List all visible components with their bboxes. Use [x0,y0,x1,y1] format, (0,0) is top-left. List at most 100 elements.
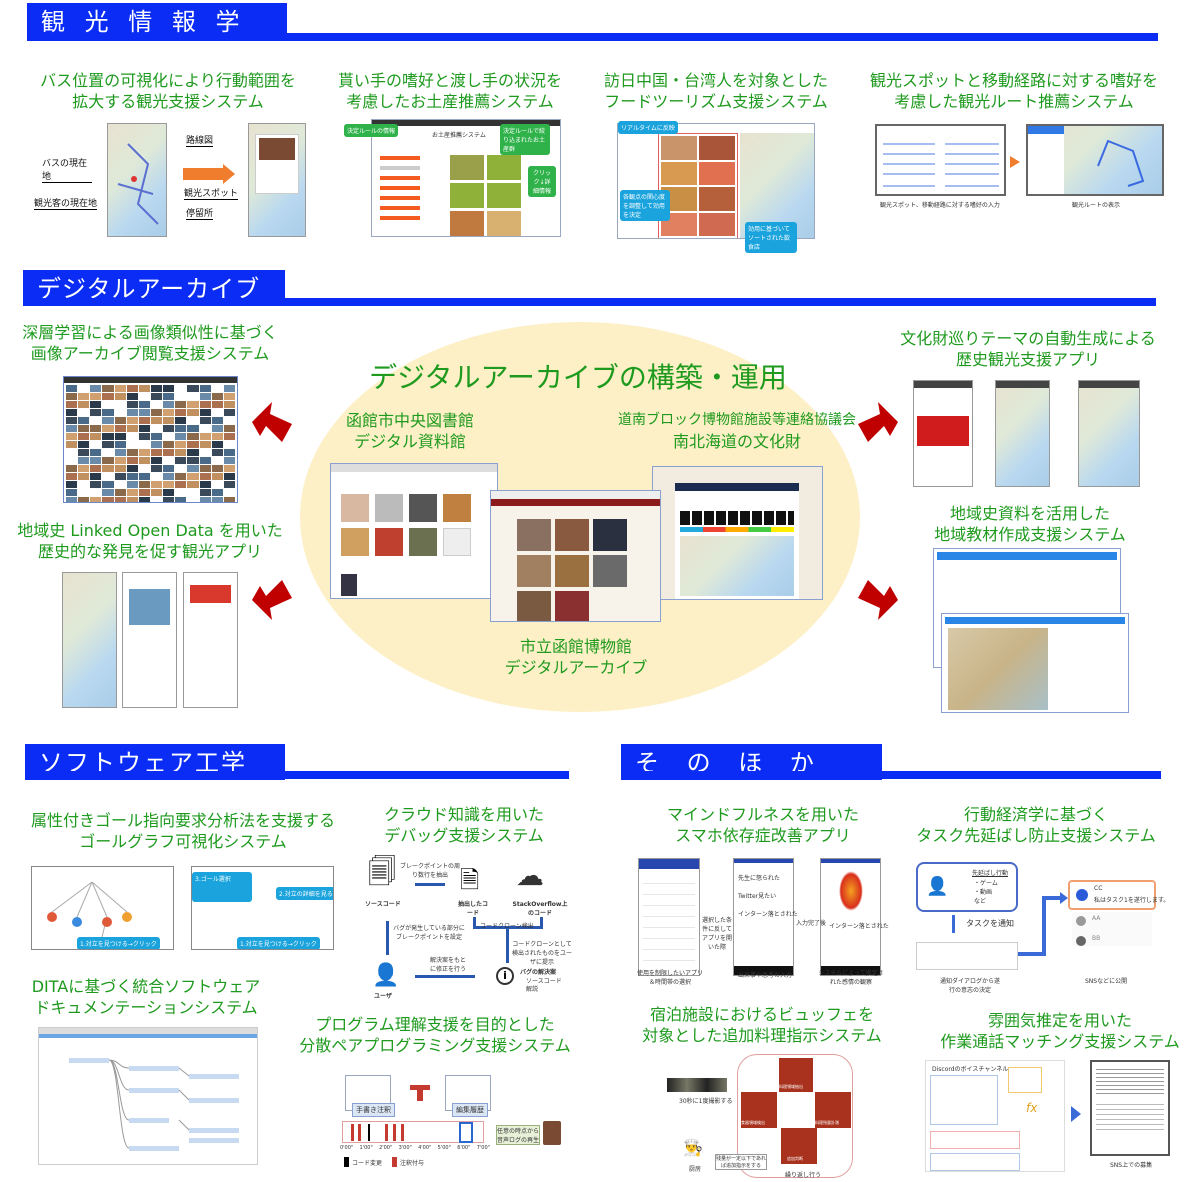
label-user: ユーザ [374,993,392,1000]
mosaic-tile [66,497,78,502]
mosaic-tile [211,393,223,400]
avatar [1076,889,1088,901]
mosaic-tile [126,409,138,416]
mosaic-tile [78,385,90,392]
label-handwritten-note: 手書き注釈 [352,1103,395,1117]
emotion-screen: インターン落とされた [820,858,889,976]
mosaic-tile [66,481,78,488]
mosaic-tile [138,449,150,456]
documents-icon: 🗐 [368,855,396,888]
orange-arrow [183,168,223,180]
mosaic-tile [211,489,223,496]
mosaic-tile [126,417,138,424]
mosaic-tile [223,497,235,502]
mosaic-tile [114,489,126,496]
pair-programming-diagram: 手書き注釈 編集履歴 任意の時点から音声ログの再生 0'00"1'00"2'00… [340,1073,565,1168]
mosaic-tile [151,441,163,448]
mosaic-tile [102,457,114,464]
mosaic-tile [175,473,187,480]
mosaic-tile [187,425,199,432]
mosaic-tile [78,409,90,416]
mosaic-tile [211,457,223,464]
mosaic-tile [175,449,187,456]
mosaic-tile [66,425,78,432]
mosaic-tile [138,473,150,480]
mosaic-tile [187,441,199,448]
mosaic-tile [223,385,235,392]
mosaic-tile [151,385,163,392]
mosaic-tile [211,385,223,392]
mosaic-tile [163,425,175,432]
debug-flow-diagram: 🗐 🗎 ☁ ソースコード ブレークポイントの周り数行を抽出 抽出したコード St… [360,855,575,1005]
mosaic-tile [114,497,126,502]
mosaic-tile [211,425,223,432]
post-text: 私はタスク1を遂行します。 [1094,897,1170,904]
mosaic-tile [66,393,78,400]
mosaic-tile [126,401,138,408]
caption-sns-recruit: SNS上での募集 [1110,1162,1153,1169]
mosaic-tile [90,441,102,448]
camera-image-strip [667,1078,727,1092]
thought-input-screen: 先生に怒られた Twitter見たい インターン落とされた [733,858,798,976]
mosaic-tile [151,433,163,440]
project-title-buffet: 宿泊施設におけるビュッフェを対象とした追加料理指示システム [642,1005,882,1045]
mosaic-tile [175,497,187,502]
list-item: ・動画 [974,889,993,896]
section-divider [621,771,1161,779]
mosaic-tile [223,457,235,464]
mosaic-tile [90,417,102,424]
mosaic-tile [66,401,78,408]
mosaic-tile [78,401,90,408]
mosaic-tile [90,457,102,464]
info-icon: i [496,967,514,985]
mosaic-tile [163,497,175,502]
lod-app-screenshot [62,572,238,708]
project-title-goal-graph: 属性付きゴール指向要求分析法を支援するゴールグラフ可視化システム [30,811,336,851]
mosaic-tile [78,417,90,424]
mosaic-tile [102,425,114,432]
mosaic-tile [138,489,150,496]
mosaic-tile [187,457,199,464]
mosaic-tile [78,465,90,472]
spot-detail-screenshot [248,123,306,237]
caption-chef: 厨房 [689,1166,702,1173]
mosaic-tile [223,425,235,432]
mosaic-tile [151,425,163,432]
legend-code-swatch [344,1157,349,1167]
mosaic-tile [102,497,114,502]
project-title-route: 観光スポットと移動経路に対する嗜好を考慮した観光ルート推薦システム [869,71,1159,111]
mosaic-tile [163,449,175,456]
post-user: AA [1092,915,1101,922]
mosaic-tile [78,481,90,488]
project-title-mindfulness: マインドフルネスを用いたスマホ依存症改善アプリ [666,805,860,845]
callout-sorted: 効用に基づいてソートされた飲食店 [745,222,797,253]
project-title-bus: バス位置の可視化により行動範囲を拡大する観光支援システム [40,71,296,111]
food-tourism-screenshot [617,123,815,239]
mosaic-tile [199,489,211,496]
mosaic-tile [90,433,102,440]
callout-find-conflict: 1.対立を見つける→クリック [237,937,320,949]
mosaic-tile [211,401,223,408]
mosaic-tile [126,457,138,464]
mosaic-tile [102,401,114,408]
mosaic-tile [114,385,126,392]
mosaic-tile [90,497,102,502]
mosaic-tile [163,433,175,440]
procrastination-box: 👤 先延ばし行動 ・ゲーム ・動画 など [916,862,1018,912]
red-arrow-icon [858,580,898,620]
project-title-souvenir: 貰い手の嗜好と渡し手の状況を考慮したお土産推薦システム [337,71,563,111]
mood-architecture-diagram: Discordのボイスチャンネル fx [925,1060,1065,1172]
callout-goal-select: 3.ゴール選択 [192,872,252,902]
mosaic-tile [199,465,211,472]
mosaic-tile [66,433,78,440]
project-title-teaching-material: 地域史資料を活用した地域教材作成支援システム [934,504,1126,544]
mosaic-tile [199,441,211,448]
caption-dialog: 通知ダイアログから遂行の意志の決定 [940,978,1001,994]
mosaic-tile [66,473,78,480]
cloud-icon: ☁ [516,859,544,892]
mosaic-tile [199,401,211,408]
list-item: など [974,898,987,905]
mosaic-tile [223,449,235,456]
label-bus-position: バスの現在地 [42,156,92,183]
label-route-map: 路線図 [186,133,214,147]
